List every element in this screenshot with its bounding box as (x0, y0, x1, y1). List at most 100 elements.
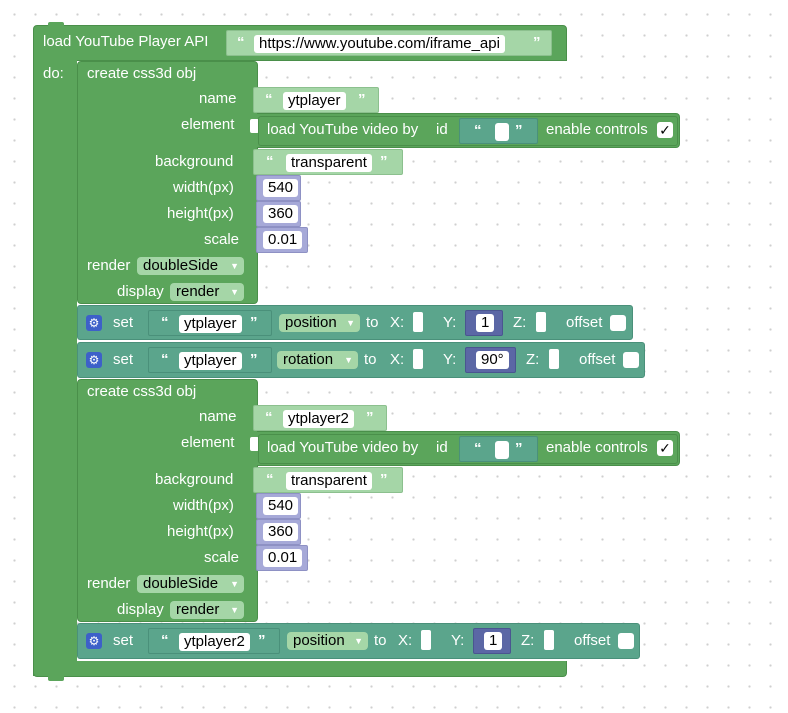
outer-top-notch (48, 22, 64, 27)
scale-field-2[interactable]: 0.01 (263, 549, 303, 567)
x-socket-2[interactable] (413, 349, 423, 369)
api-url-text-block[interactable]: “ https://www.youtube.com/iframe_api ” (226, 30, 552, 56)
render-dropdown-2[interactable]: doubleSide ▼ (137, 575, 244, 593)
set-target-field-3[interactable]: ytplayer2 (179, 633, 250, 651)
background-field-1[interactable]: transparent (286, 154, 372, 172)
set-target-block-1[interactable]: “ ytplayer ” (148, 310, 272, 336)
quote-close-icon: ” (533, 34, 541, 51)
offset-checkbox-1[interactable] (610, 315, 626, 331)
quote-close-icon: ” (366, 409, 374, 426)
id-text-block-1[interactable]: “ ” (459, 118, 538, 144)
quote-close-icon: ” (250, 351, 258, 368)
z-socket-3[interactable] (544, 630, 554, 650)
name-field-1[interactable]: ytplayer (283, 92, 346, 110)
display-label-1: display (117, 283, 164, 300)
background-label-1: background (155, 153, 234, 170)
name-field-2[interactable]: ytplayer2 (283, 410, 354, 428)
set-property-value-1: position (285, 314, 337, 331)
video-label-2: load YouTube video by (267, 439, 419, 456)
element-label-1: element (181, 116, 235, 133)
set-target-field-1[interactable]: ytplayer (179, 315, 242, 333)
gear-icon[interactable]: ⚙ (86, 633, 102, 649)
width-label-2: width(px) (173, 497, 234, 514)
render-dropdown-value-2: doubleSide (143, 575, 219, 592)
api-url-field[interactable]: https://www.youtube.com/iframe_api (254, 35, 505, 53)
outer-block-spine (33, 58, 77, 676)
set-y-label-1: Y: (443, 314, 457, 331)
set-target-block-2[interactable]: “ ytplayer ” (148, 347, 272, 373)
background-field-2[interactable]: transparent (286, 472, 372, 490)
set-property-value-2: rotation (283, 351, 334, 368)
set-target-block-3[interactable]: “ ytplayer2 ” (148, 628, 280, 654)
render-dropdown-value-1: doubleSide (143, 257, 219, 274)
name-text-block-1[interactable]: “ ytplayer ” (253, 87, 379, 113)
id-field-2[interactable] (495, 441, 509, 459)
display-label-2: display (117, 601, 164, 618)
controls-label-2: enable controls (546, 439, 648, 456)
height-field-1[interactable]: 360 (263, 205, 299, 223)
height-number-block-1[interactable]: 360 (256, 201, 301, 227)
display-dropdown-1[interactable]: render ▼ (170, 283, 244, 301)
id-field-1[interactable] (495, 123, 509, 141)
set-property-dropdown-1[interactable]: position ▼ (279, 314, 360, 332)
display-dropdown-2[interactable]: render ▼ (170, 601, 244, 619)
name-label-2: name (199, 408, 237, 425)
height-label-1: height(px) (167, 205, 234, 222)
scale-label-1: scale (204, 231, 240, 248)
quote-open-icon: “ (237, 34, 245, 51)
name-text-block-2[interactable]: “ ytplayer2 ” (253, 405, 387, 431)
set-y-field-3[interactable]: 1 (484, 632, 503, 650)
quote-close-icon: ” (515, 122, 523, 139)
quote-open-icon: “ (161, 632, 169, 649)
element-label-2: element (181, 434, 235, 451)
scale-number-block-2[interactable]: 0.01 (256, 545, 308, 571)
set-to-label-3: to (374, 632, 387, 649)
set-y-number-block-3[interactable]: 1 (473, 628, 511, 654)
quote-open-icon: “ (265, 91, 273, 108)
id-label-1: id (436, 121, 448, 138)
quote-close-icon: ” (380, 153, 388, 170)
x-socket-1[interactable] (413, 312, 423, 332)
background-text-block-2[interactable]: “ transparent ” (253, 467, 403, 493)
video-label-1: load YouTube video by (267, 121, 419, 138)
z-socket-1[interactable] (536, 312, 546, 332)
scale-number-block-1[interactable]: 0.01 (256, 227, 308, 253)
gear-icon[interactable]: ⚙ (86, 315, 102, 331)
quote-open-icon: “ (474, 122, 482, 139)
set-y-number-block-1[interactable]: 1 (465, 310, 503, 336)
height-number-block-2[interactable]: 360 (256, 519, 301, 545)
set-offset-label-3: offset (574, 632, 611, 649)
background-text-block-1[interactable]: “ transparent ” (253, 149, 403, 175)
offset-checkbox-3[interactable] (618, 633, 634, 649)
element-socket-2 (250, 437, 259, 451)
quote-close-icon: ” (250, 314, 258, 331)
quote-close-icon: ” (515, 440, 523, 457)
id-text-block-2[interactable]: “ ” (459, 436, 538, 462)
x-socket-3[interactable] (421, 630, 431, 650)
width-field-2[interactable]: 540 (263, 497, 299, 515)
set-y-field-2[interactable]: 90° (476, 351, 509, 369)
set-y-field-1[interactable]: 1 (476, 314, 495, 332)
offset-checkbox-2[interactable] (623, 352, 639, 368)
height-field-2[interactable]: 360 (263, 523, 299, 541)
quote-open-icon: “ (266, 153, 274, 170)
quote-open-icon: “ (161, 314, 169, 331)
set-property-dropdown-2[interactable]: rotation ▼ (277, 351, 358, 369)
quote-open-icon: “ (474, 440, 482, 457)
gear-icon[interactable]: ⚙ (86, 352, 102, 368)
scale-field-1[interactable]: 0.01 (263, 231, 303, 249)
width-field-1[interactable]: 540 (263, 179, 299, 197)
render-label-2: render (87, 575, 131, 592)
set-y-label-2: Y: (443, 351, 457, 368)
controls-checkbox-1[interactable]: ✓ (657, 122, 673, 138)
render-dropdown-1[interactable]: doubleSide ▼ (137, 257, 244, 275)
set-y-number-block-2[interactable]: 90° (465, 347, 516, 373)
controls-checkbox-2[interactable]: ✓ (657, 440, 673, 456)
set-target-field-2[interactable]: ytplayer (179, 352, 242, 370)
width-number-block-1[interactable]: 540 (256, 175, 301, 201)
quote-close-icon: ” (358, 91, 366, 108)
z-socket-2[interactable] (549, 349, 559, 369)
width-number-block-2[interactable]: 540 (256, 493, 301, 519)
scale-label-2: scale (204, 549, 240, 566)
set-property-dropdown-3[interactable]: position ▼ (287, 632, 368, 650)
